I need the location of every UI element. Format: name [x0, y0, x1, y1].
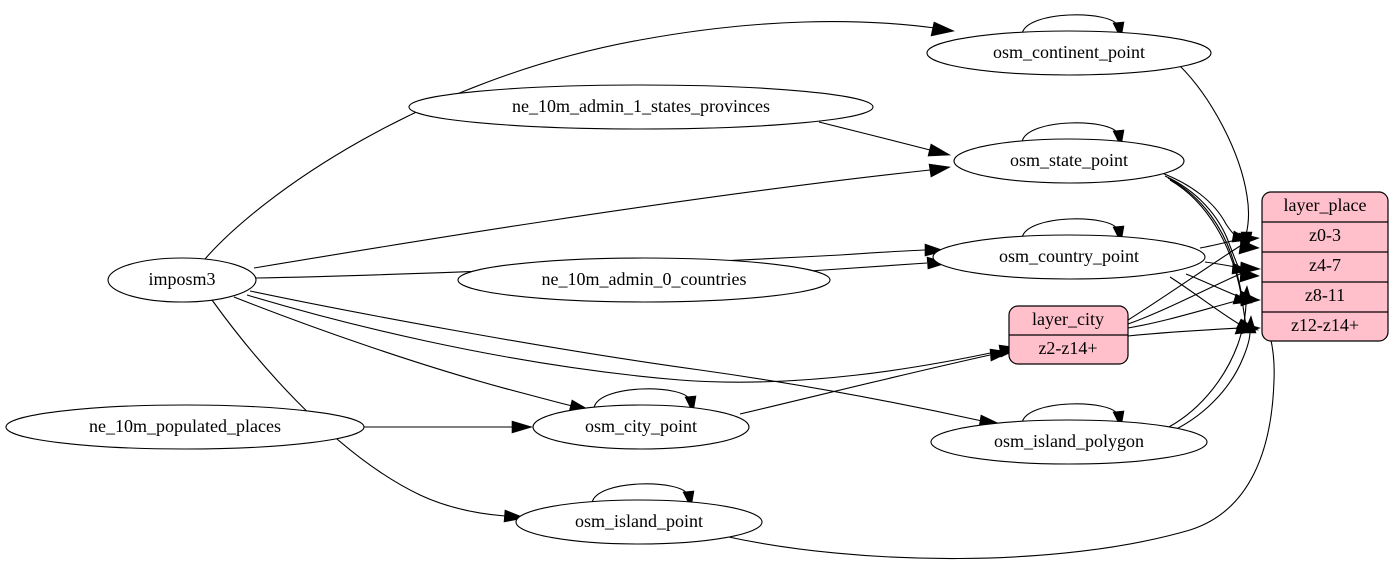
node-ne-states-label: ne_10m_admin_1_states_provinces [512, 96, 770, 116]
node-layer: imposm3 ne_10m_admin_1_states_provinces … [5, 30, 1212, 545]
edge-osm-continent-point-to-layer-place-z0-3 [1179, 65, 1253, 250]
node-ne-countries-label: ne_10m_admin_0_countries [542, 269, 747, 289]
edge-imposm3-to-osm-city-point [233, 296, 593, 413]
node-osm-continent-point-label: osm_continent_point [993, 42, 1145, 62]
node-osm-state-point-label: osm_state_point [1010, 150, 1128, 170]
record-layer-city[interactable]: layer_city z2-z14+ [1008, 305, 1129, 365]
node-osm-island-point[interactable]: osm_island_point [515, 499, 763, 545]
edge-osm-city-point-self-loop [593, 388, 697, 414]
node-ne-10m-admin-1-states-provinces[interactable]: ne_10m_admin_1_states_provinces [408, 84, 874, 130]
edge-ne-countries-to-osm-country-point [809, 256, 949, 272]
edge-ne-states-to-osm-state-point [818, 121, 952, 157]
edge-imposm3-to-osm-state-point [253, 163, 951, 269]
node-ne-10m-admin-0-countries[interactable]: ne_10m_admin_0_countries [457, 257, 831, 303]
edge-layer-city-to-layer-place-z4-7 [1127, 267, 1260, 325]
record-layer-place-row-z12-z14[interactable]: z12-z14+ [1291, 315, 1359, 335]
record-layer: layer_city z2-z14+ layer_place z0-3 z4-7… [1008, 191, 1389, 365]
node-osm-state-point[interactable]: osm_state_point [953, 138, 1185, 184]
edge-osm-island-polygon-to-layer-place-z12-z14 [1167, 315, 1257, 434]
node-osm-island-polygon[interactable]: osm_island_polygon [930, 419, 1208, 465]
edge-ne-populated-to-osm-city-point [364, 420, 534, 434]
node-ne-populated-label: ne_10m_populated_places [89, 416, 281, 436]
record-layer-place-row-z4-7[interactable]: z4-7 [1309, 255, 1341, 275]
node-osm-city-point-label: osm_city_point [585, 416, 697, 436]
edge-imposm3-to-layer-city [246, 294, 1022, 383]
node-osm-continent-point[interactable]: osm_continent_point [926, 30, 1212, 76]
edge-osm-island-polygon-to-layer-place-z8-11 [1162, 285, 1253, 431]
edge-imposm3-to-osm-continent-point [204, 21, 955, 260]
node-osm-island-polygon-label: osm_island_polygon [994, 431, 1144, 451]
record-layer-place-row-z8-11[interactable]: z8-11 [1305, 285, 1345, 305]
edge-osm-city-point-to-layer-city [739, 348, 1012, 415]
node-osm-island-point-label: osm_island_point [575, 511, 703, 531]
record-layer-place-row-z0-3[interactable]: z0-3 [1309, 225, 1341, 245]
record-layer-city-row-z2-z14[interactable]: z2-z14+ [1038, 338, 1097, 358]
record-layer-place-title: layer_place [1284, 195, 1367, 215]
record-layer-city-title: layer_city [1032, 309, 1104, 329]
node-osm-country-point-label: osm_country_point [999, 246, 1139, 266]
node-imposm3-label: imposm3 [148, 269, 215, 289]
record-layer-place[interactable]: layer_place z0-3 z4-7 z8-11 z12-z14+ [1261, 191, 1389, 342]
node-osm-country-point[interactable]: osm_country_point [932, 234, 1206, 280]
node-imposm3[interactable]: imposm3 [107, 257, 257, 303]
node-osm-city-point[interactable]: osm_city_point [532, 404, 750, 450]
edge-layer-city-to-layer-place-z0-3 [1127, 239, 1260, 321]
node-ne-10m-populated-places[interactable]: ne_10m_populated_places [5, 404, 365, 450]
